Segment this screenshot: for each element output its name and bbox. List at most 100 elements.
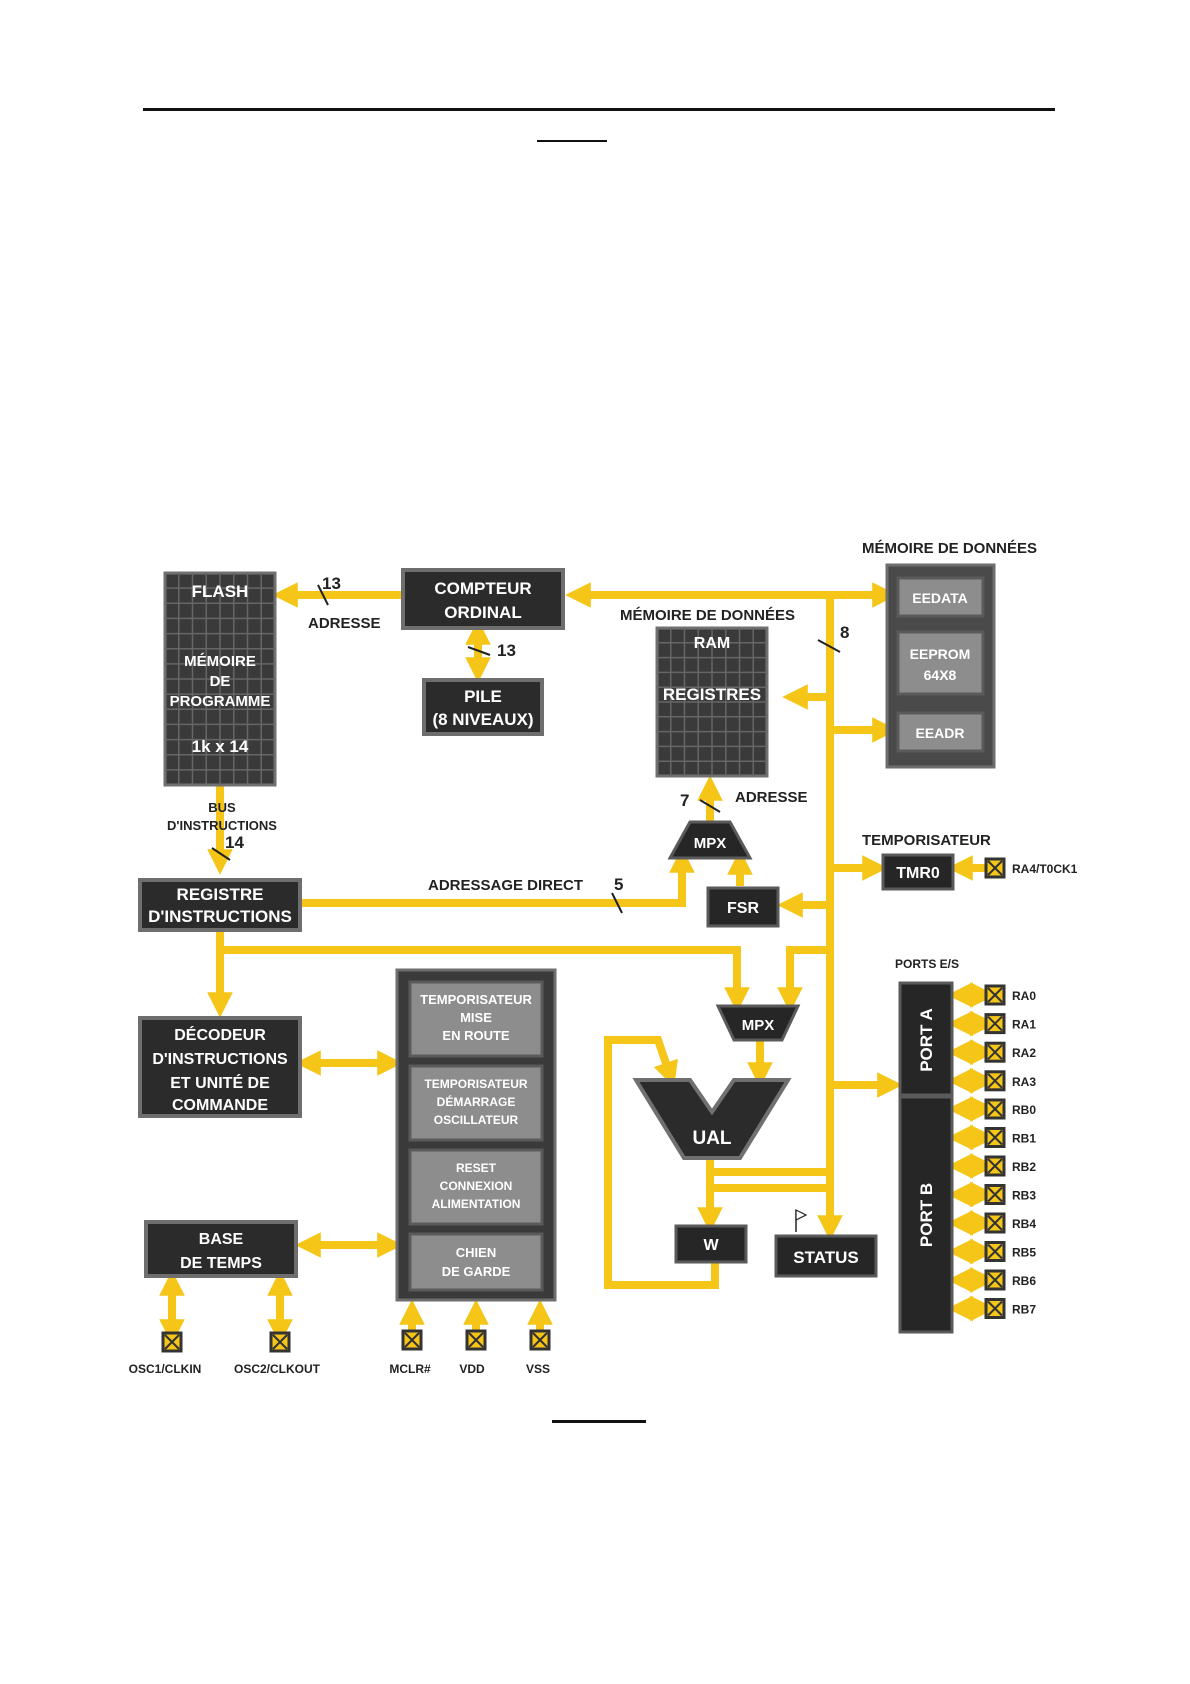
decoder-line3: ET UNITÉ DE	[170, 1073, 270, 1092]
pin-rb4[interactable]	[984, 1212, 1006, 1234]
pin-ra2[interactable]	[984, 1041, 1006, 1063]
buses	[159, 582, 989, 1345]
instr-14-label: 14	[225, 833, 244, 852]
pin-ra1[interactable]	[984, 1013, 1006, 1035]
pin-mclr--label: MCLR#	[389, 1362, 431, 1376]
decoder-line2: D'INSTRUCTIONS	[152, 1051, 288, 1068]
ram-title: MÉMOIRE DE DONNÉES	[620, 607, 795, 624]
timebase-block: BASE DE TEMPS	[144, 1220, 298, 1278]
pin-vss[interactable]	[529, 1329, 551, 1351]
pin-osc2-clkout-label: OSC2/CLKOUT	[234, 1362, 321, 1376]
pin-rb4-label: RB4	[1012, 1217, 1036, 1231]
flash-label: FLASH	[192, 582, 249, 601]
ir-line1: REGISTRE	[177, 885, 264, 904]
direct-5-label: 5	[614, 875, 623, 894]
prog-mem-line1: MÉMOIRE	[184, 653, 256, 670]
stack-block: PILE (8 NIVEAUX)	[422, 678, 544, 736]
mpx-alu-block: MPX	[715, 1004, 801, 1042]
pin-osc1-clkin-label: OSC1/CLKIN	[129, 1362, 202, 1376]
io-pins: RA4/T0CK1RA0RA1RA2RA3RB0RB1RB2RB3RB4RB5R…	[129, 857, 1078, 1376]
pin-ra0-label: RA0	[1012, 989, 1036, 1003]
adresse-label-2: ADRESSE	[735, 789, 808, 806]
stack-line1: PILE	[464, 687, 502, 706]
tmr0-block: TEMPORISATEUR TMR0	[862, 832, 991, 891]
ram-label: RAM	[694, 635, 730, 652]
pin-rb7[interactable]	[984, 1298, 1006, 1319]
addr-13-label: 13	[322, 574, 341, 593]
status-block: STATUS	[774, 1209, 878, 1278]
alu-block: UAL	[632, 1078, 792, 1160]
pin-rb6[interactable]	[984, 1269, 1006, 1291]
annotations: 13 ADRESSE 13 8 7 ADRESSE BUS D'INSTRUCT…	[167, 574, 849, 894]
pin-mclr-[interactable]	[401, 1329, 423, 1351]
pin-rb6-label: RB6	[1012, 1274, 1036, 1288]
decoder-line4: COMMANDE	[172, 1097, 268, 1114]
ctrl4-line2: DE GARDE	[442, 1264, 511, 1279]
pin-rb5[interactable]	[984, 1241, 1006, 1262]
ctrl2-line2: DÉMARRAGE	[437, 1094, 516, 1109]
ir-line2: D'INSTRUCTIONS	[148, 907, 292, 926]
direct-addressing-label: ADRESSAGE DIRECT	[428, 877, 583, 894]
prog-mem-line3: PROGRAMME	[170, 693, 271, 710]
status-label: STATUS	[793, 1248, 858, 1267]
eeprom-line1: EEPROM	[910, 646, 971, 662]
pin-ra4-label: RA4/T0CK1	[1012, 862, 1078, 876]
pin-rb2-label: RB2	[1012, 1160, 1036, 1174]
pc-line1: COMPTEUR	[434, 579, 531, 598]
pin-osc1-clkin[interactable]	[161, 1331, 183, 1353]
port-pin-buses	[947, 982, 996, 1322]
pin-rb1[interactable]	[984, 1127, 1006, 1148]
ctrl1-line1: TEMPORISATEUR	[420, 992, 532, 1007]
ctrl2-line3: OSCILLATEUR	[434, 1113, 519, 1127]
pin-rb1-label: RB1	[1012, 1132, 1036, 1146]
timer-title: TEMPORISATEUR	[862, 832, 991, 849]
pin-rb5-label: RB5	[1012, 1246, 1036, 1260]
bus-instr-line1: BUS	[208, 800, 236, 815]
instruction-register-block: REGISTRE D'INSTRUCTIONS	[138, 878, 302, 932]
ctrl3-line3: ALIMENTATION	[432, 1197, 521, 1211]
port-a-label: PORT A	[917, 1008, 936, 1072]
fsr-block: FSR	[706, 886, 780, 928]
pin-vdd[interactable]	[465, 1329, 487, 1351]
pin-rb3-label: RB3	[1012, 1189, 1036, 1203]
pin-vdd-label: VDD	[459, 1362, 485, 1376]
eeprom-title: MÉMOIRE DE DONNÉES	[862, 540, 1037, 557]
flag-icon	[795, 1209, 808, 1221]
top-rule	[143, 108, 1055, 111]
pin-rb7-label: RB7	[1012, 1303, 1036, 1317]
bus-8-label: 8	[840, 623, 849, 642]
prog-size-label: 1k x 14	[192, 737, 249, 756]
pin-vss-label: VSS	[526, 1362, 550, 1376]
pin-ra1-label: RA1	[1012, 1018, 1036, 1032]
addr-7-label: 7	[680, 791, 689, 810]
ctrl2-line1: TEMPORISATEUR	[424, 1077, 527, 1091]
decoder-line1: DÉCODEUR	[174, 1025, 266, 1044]
bus-width-ticks	[211, 584, 841, 914]
program-counter-block: COMPTEUR ORDINAL	[401, 568, 565, 630]
ctrl1-line2: MISE	[460, 1010, 492, 1025]
eeprom-line2: 64X8	[924, 667, 957, 683]
pin-osc2-clkout[interactable]	[269, 1331, 291, 1353]
pin-ra0[interactable]	[984, 984, 1006, 1006]
pin-ra3-label: RA3	[1012, 1075, 1036, 1089]
pin-rb0[interactable]	[984, 1098, 1006, 1120]
pin-rb2[interactable]	[984, 1155, 1006, 1177]
ram-registers-block: MÉMOIRE DE DONNÉES RAM REGISTRES	[620, 607, 795, 778]
mpx-top-label: MPX	[694, 835, 727, 852]
tmr0-label: TMR0	[896, 865, 940, 882]
fsr-label: FSR	[727, 900, 759, 917]
eedata-label: EEDATA	[912, 590, 967, 606]
pin-rb3[interactable]	[984, 1184, 1006, 1205]
pin-ra3[interactable]	[984, 1070, 1006, 1092]
eeadr-label: EEADR	[915, 725, 964, 741]
eeprom-group: MÉMOIRE DE DONNÉES EEDATA EEPROM 64X8 EE…	[862, 540, 1037, 769]
ports-title: PORTS E/S	[895, 957, 959, 971]
ports-block: PORTS E/S PORT A PORT B	[895, 957, 959, 1334]
timebase-line1: BASE	[199, 1231, 244, 1248]
pin-ra4[interactable]	[984, 857, 1006, 879]
ctrl1-line3: EN ROUTE	[442, 1028, 510, 1043]
pc-line2: ORDINAL	[444, 603, 521, 622]
pin-ra2-label: RA2	[1012, 1046, 1036, 1060]
w-register-block: W	[674, 1224, 748, 1264]
